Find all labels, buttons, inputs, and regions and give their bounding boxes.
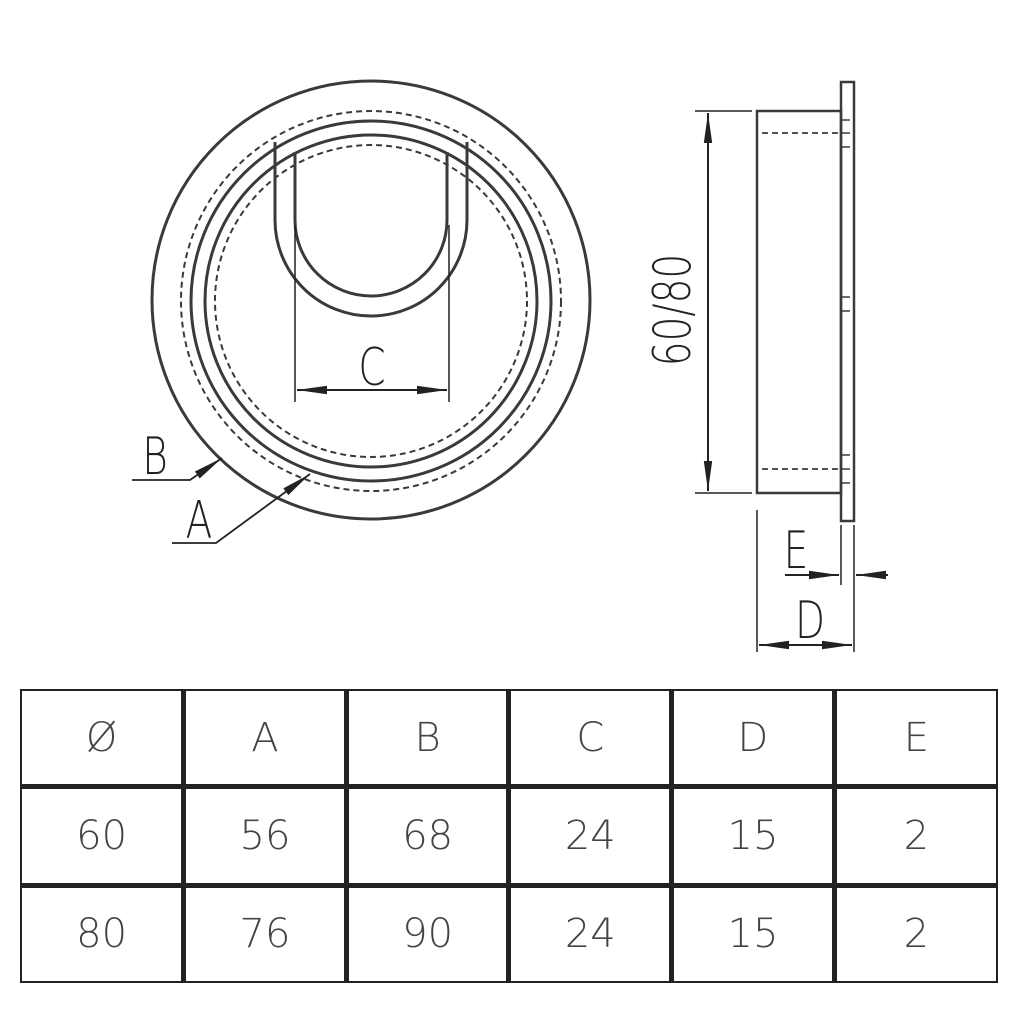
table-header-cell: C	[506, 689, 675, 790]
body-outer-circle	[189, 119, 553, 483]
diameter-a-dashed-circle	[214, 144, 528, 458]
table-cell: 15	[669, 784, 837, 888]
table-cell: 24	[506, 784, 675, 888]
table-cell: 15	[669, 882, 837, 983]
table-header-row: Ø A B C D E	[20, 689, 998, 790]
table-header-cell: D	[669, 689, 837, 790]
dimension-table: Ø A B C D E 60 56 68 24 15 2 80 76 90 24…	[20, 689, 998, 983]
table-row: 80 76 90 24 15 2	[20, 882, 998, 983]
dim-b-label: B	[142, 425, 168, 486]
table-cell: 2	[831, 882, 998, 983]
dim-a-label: A	[186, 489, 213, 550]
dim-c-label: C	[358, 336, 385, 397]
diameter-b-dashed-circle	[180, 110, 562, 492]
table-header-cell: Ø	[20, 689, 187, 790]
table-cell: 68	[343, 784, 512, 888]
dim-d-label: D	[795, 589, 825, 650]
cable-slot-outer	[273, 142, 469, 318]
leader-a	[172, 473, 311, 544]
table-header-cell: B	[343, 689, 512, 790]
table-header-cell: A	[181, 689, 349, 790]
front-view	[132, 79, 592, 544]
leader-b	[132, 457, 223, 481]
side-view	[695, 80, 888, 652]
side-body	[755, 109, 843, 495]
table-cell: 56	[181, 784, 349, 888]
body-inner-circle	[203, 133, 539, 469]
dim-e-label: E	[784, 519, 809, 580]
table-cell: 80	[20, 882, 187, 983]
table-header-cell: E	[831, 689, 998, 790]
side-flange	[839, 80, 856, 523]
technical-drawing: C B A 60/80 E D	[132, 79, 888, 652]
cable-slot-inner	[293, 152, 449, 298]
dim-height-label: 60/80	[641, 254, 702, 366]
table-cell: 90	[343, 882, 512, 983]
table-cell: 60	[20, 784, 187, 888]
table-cell: 76	[181, 882, 349, 983]
table-cell: 2	[831, 784, 998, 888]
outer-flange-circle	[150, 79, 592, 521]
table-row: 60 56 68 24 15 2	[20, 784, 998, 888]
table-cell: 24	[506, 882, 675, 983]
